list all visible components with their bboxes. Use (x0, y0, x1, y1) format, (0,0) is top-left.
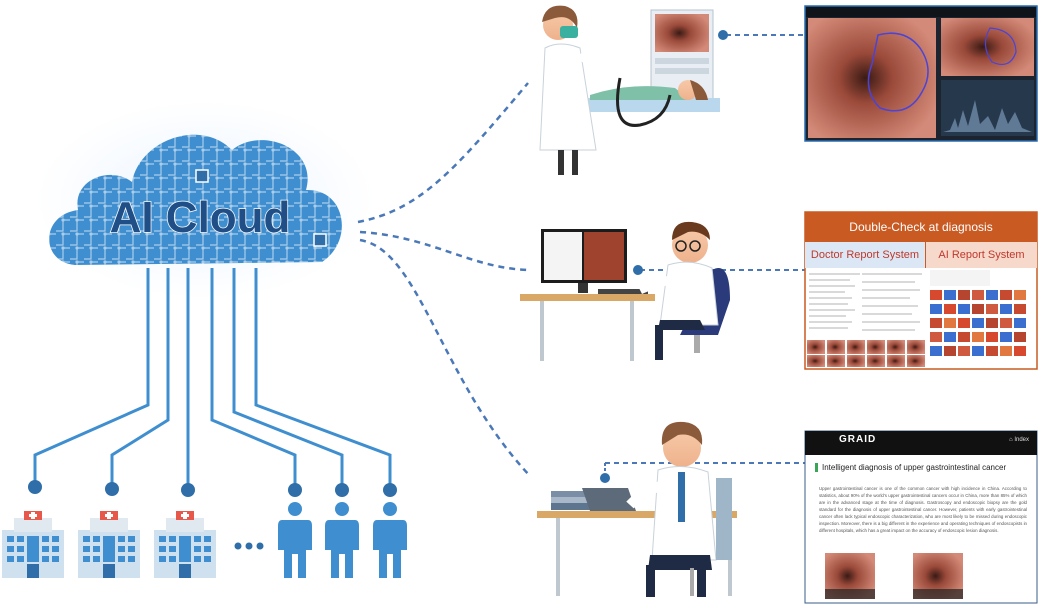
node (181, 483, 195, 497)
cloud-network-lines (33, 268, 392, 488)
laptop-icon (582, 488, 636, 511)
double-check-title: Double-Check at diagnosis (805, 212, 1037, 242)
keyboard (598, 289, 648, 294)
cloud-label: AI Cloud (110, 193, 291, 242)
books (551, 491, 591, 497)
endoscopy-scene (539, 5, 720, 175)
lesion-outline (867, 32, 929, 112)
connector-person-2 (232, 268, 344, 488)
hospital-icon (2, 511, 64, 578)
cloud-dashed-links (357, 82, 531, 477)
person-icon (278, 502, 312, 578)
graid-index-label: Index (1014, 437, 1029, 443)
graid-header-bar: GRAID ⌂ Index (805, 431, 1037, 455)
ai-report-grid (930, 270, 1026, 356)
node (600, 473, 610, 483)
node (383, 483, 397, 497)
link-web (359, 238, 531, 477)
connector-person-3 (254, 268, 392, 488)
link-report (359, 230, 529, 272)
video-controls (825, 589, 875, 599)
doctor-report-text (809, 273, 922, 331)
node (288, 483, 302, 497)
person-icon (373, 502, 407, 578)
exam-bed (585, 98, 720, 112)
endoscope-monitor-screen (655, 14, 709, 52)
node (633, 265, 643, 275)
ai-endoscopy-panel (804, 5, 1038, 142)
main-endoscopy-image (808, 18, 936, 138)
hospital-icon (78, 511, 140, 578)
report-scene (520, 221, 730, 361)
chair (716, 478, 732, 560)
cloud-icon (49, 134, 342, 265)
connector-nodes (28, 480, 397, 497)
double-check-panel: Double-Check at diagnosis Doctor Report … (805, 212, 1037, 369)
graid-logo: GRAID (839, 434, 877, 445)
doctor-report-header: Doctor Report System (805, 242, 926, 268)
node (718, 30, 728, 40)
link-endoscopy (357, 82, 529, 224)
connector-hospital-1 (33, 268, 150, 484)
web-panel-graphics (804, 430, 1038, 604)
graid-index-link[interactable]: ⌂ Index (1009, 437, 1029, 443)
person-icon (325, 502, 359, 578)
ai-cloud: AI Cloud (35, 100, 375, 300)
connector-person-1 (210, 268, 297, 488)
ai-report-header: AI Report System (926, 242, 1037, 268)
web-scene (537, 421, 737, 597)
ellipsis-icon (234, 542, 264, 550)
patient (590, 86, 690, 100)
node (28, 480, 42, 494)
node (335, 483, 349, 497)
secondary-endoscopy-image (941, 18, 1034, 76)
node (105, 482, 119, 496)
graid-body-text: Upper gastrointestinal cancer is one of … (819, 486, 1027, 533)
doctor-icon (663, 429, 701, 467)
video-controls (913, 589, 963, 599)
graid-headline: Intelligent diagnosis of upper gastroint… (815, 463, 1032, 472)
connector-hospital-2 (110, 268, 170, 486)
hospital-icon (154, 511, 216, 578)
graid-web-panel: GRAID ⌂ Index Intelligent diagnosis of u… (805, 431, 1037, 551)
desk (520, 294, 655, 301)
doctor-report-thumbnails (807, 340, 925, 367)
endoscope-icon (616, 77, 672, 127)
desk (537, 511, 737, 518)
